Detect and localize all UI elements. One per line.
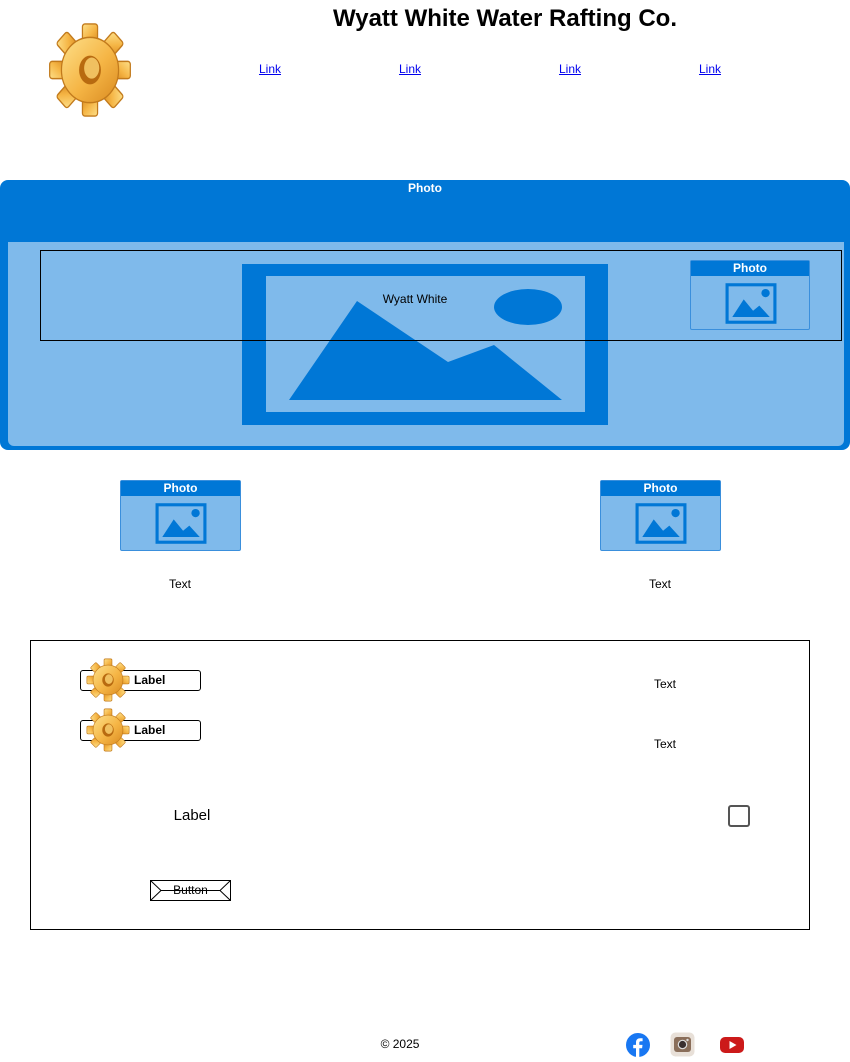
hero-caption: Wyatt White — [382, 292, 448, 306]
gallery-photo-2-header: Photo — [601, 481, 720, 496]
row-2-text: Text — [653, 737, 676, 751]
hero-thumb-image-icon — [725, 282, 777, 325]
gallery-photo-1-header: Photo — [121, 481, 240, 496]
label-button-1-gear-icon — [86, 658, 130, 702]
hero-image-icon — [242, 264, 608, 425]
gallery-text-2: Text — [648, 577, 671, 591]
nav-link-1[interactable]: Link — [258, 62, 281, 76]
form-panel — [30, 640, 810, 930]
page-title: Wyatt White Water Rafting Co. — [333, 5, 677, 32]
action-button[interactable]: Button — [150, 880, 231, 901]
nav-link-2[interactable]: Link — [398, 62, 421, 76]
instagram-icon[interactable] — [670, 1032, 695, 1057]
nav-link-4[interactable]: Link — [698, 62, 721, 76]
youtube-icon[interactable] — [720, 1035, 744, 1055]
hero-photo-header: Photo — [408, 181, 442, 195]
facebook-icon[interactable] — [626, 1033, 650, 1057]
hero-thumb-photo[interactable]: Photo — [690, 260, 810, 330]
nav-link-3[interactable]: Link — [558, 62, 581, 76]
hero-caption-box — [40, 250, 842, 341]
hero-thumb-header: Photo — [691, 261, 809, 276]
gallery-text-1: Text — [168, 577, 191, 591]
label-button-2-label: Label — [134, 723, 166, 737]
checkbox[interactable] — [728, 805, 750, 827]
row-1-text: Text — [653, 677, 676, 691]
gallery-photo-1-image-icon — [155, 502, 207, 545]
gallery-photo-1[interactable]: Photo — [120, 480, 241, 551]
copyright: © 2025 — [380, 1037, 420, 1051]
label-button-2-gear-icon — [86, 708, 130, 752]
gallery-photo-2-image-icon — [635, 502, 687, 545]
label-button-1-label: Label — [134, 673, 166, 687]
checkbox-label: Label — [173, 807, 211, 824]
gallery-photo-2[interactable]: Photo — [600, 480, 721, 551]
logo-icon — [48, 22, 132, 118]
action-button-label: Button — [173, 883, 208, 897]
